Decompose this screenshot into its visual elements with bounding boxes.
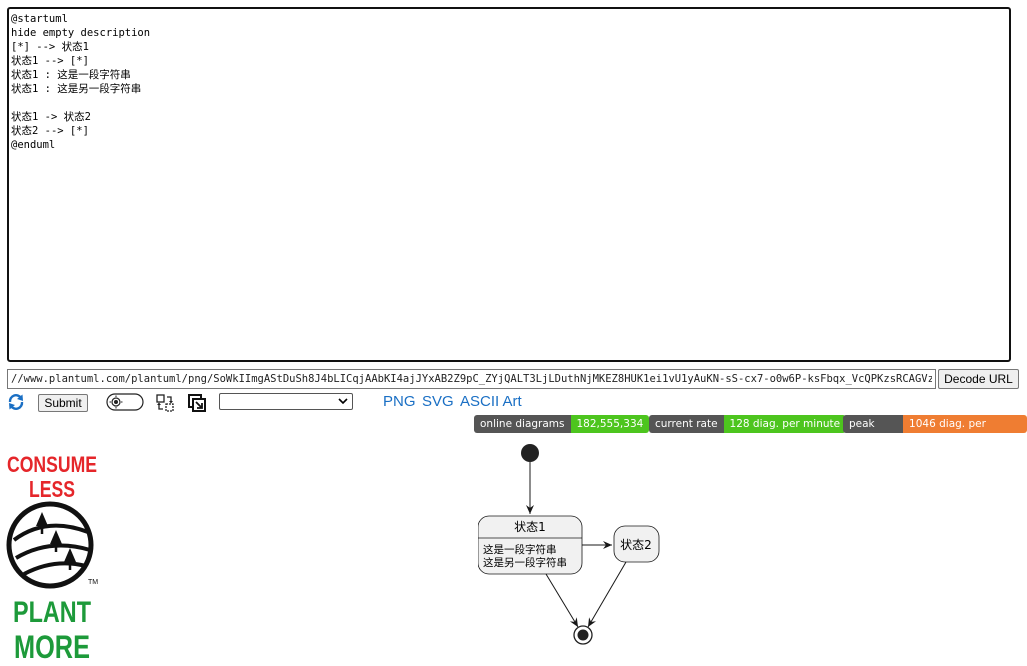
png-link[interactable]: PNG (383, 393, 416, 410)
badge-label: peak rate (843, 415, 904, 433)
badge-value: 182,555,334 (570, 415, 650, 433)
transition-state2-to-end (587, 561, 627, 628)
svg-link[interactable]: SVG (422, 393, 454, 410)
badge-label: online diagrams (474, 415, 571, 433)
consume-less-plant-more-logo: CONSUME LESS TM PLANT MORE (6, 452, 98, 662)
source-editor[interactable] (7, 7, 1011, 362)
ascii-art-link[interactable]: ASCII Art (460, 393, 522, 410)
final-state (573, 625, 593, 645)
format-select[interactable] (219, 393, 353, 410)
tree-emblem-icon (6, 501, 94, 589)
submit-button[interactable]: Submit (38, 394, 88, 412)
current-rate-badge: current rate 128 diag. per minute (649, 415, 847, 433)
url-input[interactable] (7, 369, 936, 389)
logo-top-line-1: CONSUME (7, 452, 97, 477)
chevron-down-icon (338, 398, 348, 405)
state1-desc-1: 这是一段字符串 (483, 543, 557, 556)
export-icon[interactable] (187, 393, 207, 413)
logo-bottom-line-2: MORE (14, 629, 90, 662)
logo-top-line-2: LESS (29, 476, 75, 502)
online-diagrams-badge: online diagrams 182,555,334 (474, 415, 650, 433)
state1-name: 状态1 (514, 520, 546, 534)
initial-state (521, 444, 539, 462)
badge-value: 1046 diag. per minute (903, 415, 1027, 433)
state2-name: 状态2 (620, 538, 652, 552)
logo-tm: TM (88, 579, 98, 586)
state1-box: 状态1 这是一段字符串 这是另一段字符串 (478, 515, 583, 575)
state2-box: 状态2 (613, 525, 660, 563)
decode-url-button[interactable]: Decode URL (938, 369, 1019, 389)
refresh-icon[interactable] (6, 392, 26, 412)
badge-label: current rate (649, 415, 724, 433)
badge-value: 128 diag. per minute (723, 415, 847, 433)
transition-state1-to-end (545, 573, 579, 628)
logo-bottom-line-1: PLANT (13, 596, 91, 629)
swap-layout-icon[interactable] (155, 393, 175, 413)
state1-desc-2: 这是另一段字符串 (483, 556, 567, 569)
state-diagram: 状态1 这是一段字符串 这是另一段字符串 状态2 (478, 444, 660, 645)
peak-rate-badge: peak rate 1046 diag. per minute (843, 415, 1027, 433)
theme-toggle-icon[interactable] (106, 393, 144, 411)
